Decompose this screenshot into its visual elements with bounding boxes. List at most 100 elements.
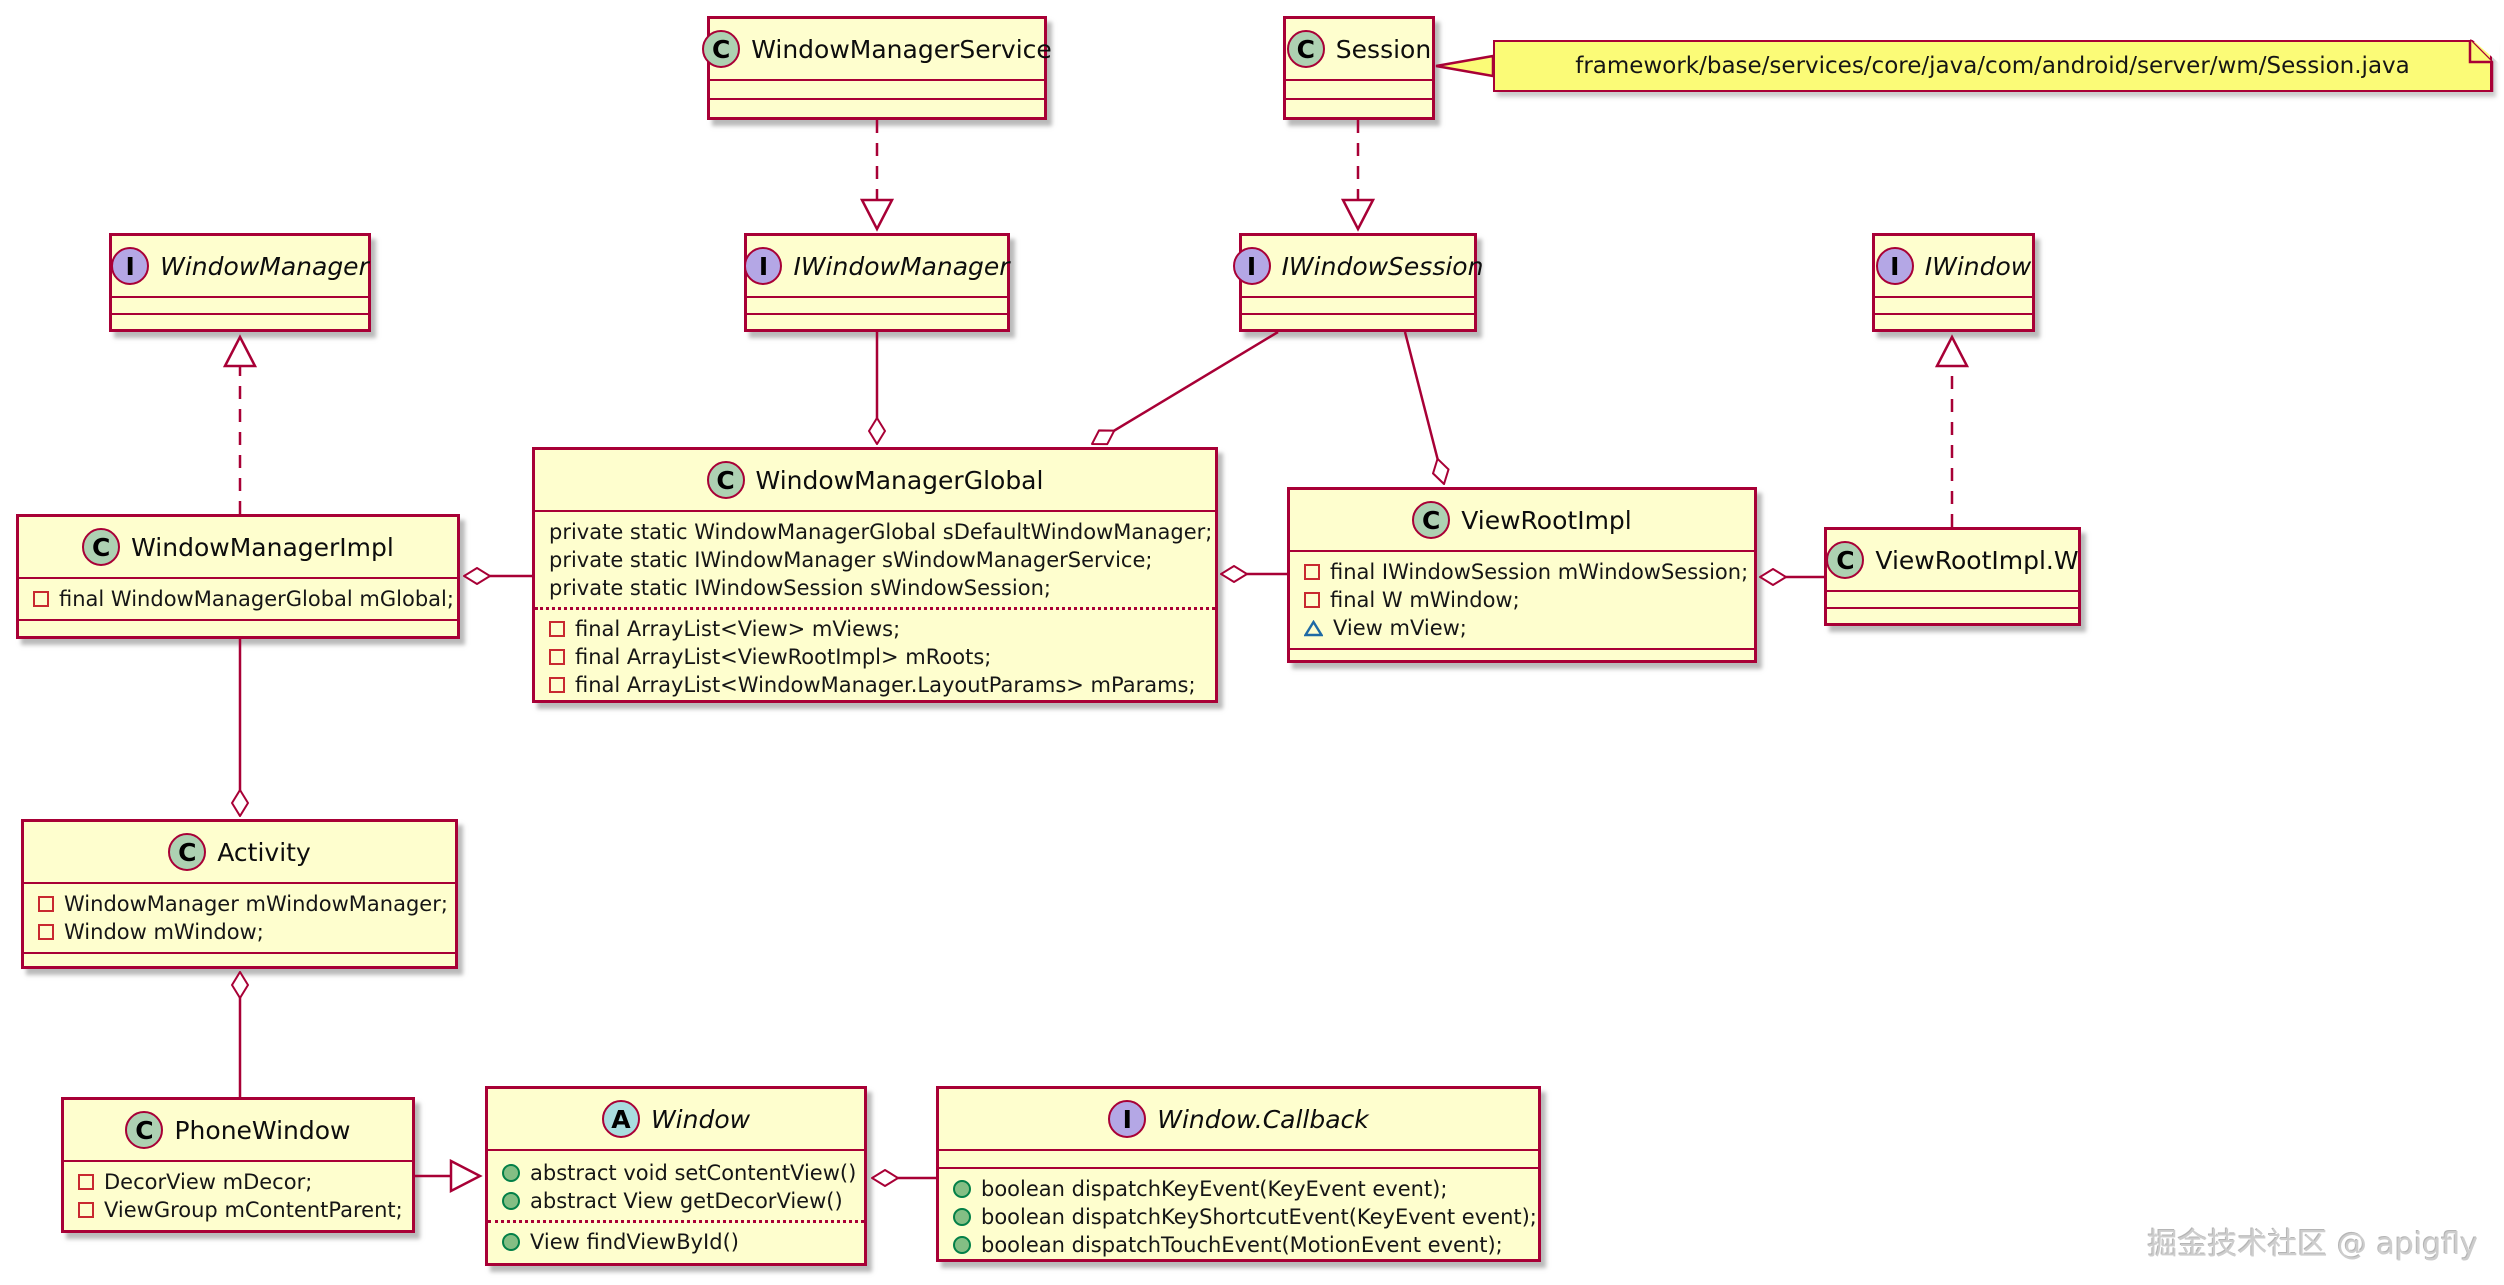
empty-fields-compartment	[1827, 590, 2078, 607]
empty-fields-compartment	[112, 296, 368, 313]
field-row: WindowManager mWindowManager;	[38, 890, 448, 918]
private-field-icon	[1304, 592, 1320, 608]
field-text: ViewGroup mContentParent;	[104, 1198, 403, 1222]
method-text: abstract void setContentView()	[530, 1160, 857, 1185]
class-stereotype-icon: C	[1412, 501, 1451, 539]
empty-fields-compartment	[1875, 296, 2032, 313]
class-title: C ViewRootImpl.W	[1826, 530, 2079, 590]
private-field-icon	[38, 896, 54, 912]
fields-compartment: DecorView mDecor; ViewGroup mContentPare…	[64, 1160, 412, 1230]
class-name: WindowManagerImpl	[131, 532, 394, 562]
public-method-icon	[502, 1191, 520, 1210]
public-method-icon	[502, 1163, 520, 1182]
method-row: abstract void setContentView()	[502, 1159, 856, 1187]
interface-name: Window.Callback	[1157, 1104, 1369, 1134]
method-row: boolean dispatchKeyShortcutEvent(KeyEven…	[953, 1203, 1537, 1231]
interface-stereotype-icon: I	[1875, 247, 1914, 285]
empty-methods-compartment	[24, 952, 455, 966]
class-name: PhoneWindow	[174, 1115, 351, 1145]
interface-box-window-callback: I Window.Callback boolean dispatchKeyEve…	[936, 1086, 1541, 1262]
class-stereotype-icon: C	[168, 833, 207, 871]
empty-fields-compartment	[747, 296, 1007, 313]
private-field-icon	[33, 591, 49, 607]
field-row: DecorView mDecor;	[78, 1168, 398, 1196]
empty-methods-compartment	[112, 312, 368, 330]
empty-methods-compartment	[19, 619, 457, 636]
class-title: C Session	[1286, 19, 1432, 79]
class-title: I Window.Callback	[939, 1089, 1538, 1149]
class-title: C Activity	[24, 822, 455, 882]
note-text: framework/base/services/core/java/com/an…	[1575, 53, 2410, 79]
empty-fields-compartment	[710, 79, 1044, 98]
method-text: boolean dispatchKeyEvent(KeyEvent event)…	[981, 1177, 1448, 1201]
empty-methods-compartment	[1286, 98, 1432, 117]
field-row: View mView;	[1304, 614, 1740, 642]
class-box-session: C Session	[1283, 16, 1435, 120]
class-box-phonewindow: C PhoneWindow DecorView mDecor; ViewGrou…	[61, 1097, 415, 1233]
watermark: 掘金技术社区 @ apigfly	[2147, 1227, 2478, 1262]
field-text: final W mWindow;	[1330, 588, 1520, 612]
empty-methods-compartment	[1290, 648, 1754, 660]
class-title: I IWindowSession	[1232, 236, 1483, 296]
class-box-windowmanagerservice: C WindowManagerService	[702, 16, 1052, 120]
empty-methods-compartment	[1242, 312, 1474, 330]
empty-methods-compartment	[1875, 312, 2032, 330]
abstract-class-box-window: A Window abstract void setContentView() …	[485, 1086, 867, 1266]
field-row: private static WindowManagerGlobal sDefa…	[549, 518, 1212, 546]
class-name: ViewRootImpl	[1461, 505, 1632, 535]
private-field-icon	[549, 677, 565, 693]
field-text: private static WindowManagerGlobal sDefa…	[549, 520, 1213, 544]
class-name: ViewRootImpl.W	[1875, 545, 2079, 575]
abstract-stereotype-icon: A	[601, 1100, 640, 1138]
interface-name: WindowManager	[160, 251, 369, 281]
class-title: C ViewRootImpl	[1290, 490, 1754, 550]
package-private-field-icon	[1304, 619, 1323, 636]
interface-stereotype-icon: I	[111, 247, 150, 285]
class-title: C WindowManagerImpl	[19, 517, 457, 577]
empty-methods-compartment	[1827, 606, 2078, 624]
interface-name: IWindowSession	[1281, 251, 1484, 281]
class-stereotype-icon: C	[125, 1111, 164, 1149]
class-box-viewrootimpl-w: C ViewRootImpl.W	[1824, 527, 2081, 626]
class-name: WindowManagerService	[751, 34, 1052, 64]
compartment-separator	[535, 607, 1215, 610]
class-stereotype-icon: C	[1826, 541, 1865, 579]
interface-box-iwindowmanager: I IWindowManager	[744, 233, 1010, 332]
note-pointer	[1435, 54, 1495, 78]
class-title: A Window	[488, 1089, 864, 1149]
private-field-icon	[1304, 564, 1320, 580]
interface-stereotype-icon: I	[1108, 1100, 1147, 1138]
empty-fields-compartment	[1286, 79, 1432, 98]
class-stereotype-icon: C	[1286, 30, 1325, 68]
field-row: final IWindowSession mWindowSession;	[1304, 558, 1748, 586]
private-field-icon	[549, 621, 565, 637]
method-text: abstract View getDecorView()	[530, 1188, 843, 1213]
field-text: WindowManager mWindowManager;	[64, 892, 448, 916]
fields-compartment: final WindowManagerGlobal mGlobal;	[19, 577, 457, 619]
class-name: WindowManagerGlobal	[755, 465, 1044, 495]
empty-fields-compartment	[1242, 296, 1474, 313]
class-stereotype-icon: C	[82, 528, 121, 566]
interface-box-iwindowsession: I IWindowSession	[1232, 233, 1483, 332]
field-row: Window mWindow;	[38, 918, 441, 946]
field-text: DecorView mDecor;	[104, 1170, 313, 1194]
class-title: I WindowManager	[111, 236, 369, 296]
field-text: View mView;	[1333, 616, 1467, 640]
method-text: View findViewById()	[530, 1229, 739, 1254]
private-field-icon	[78, 1174, 94, 1190]
class-title: I IWindowManager	[744, 236, 1010, 296]
class-box-windowmanagerglobal: C WindowManagerGlobal private static Win…	[532, 447, 1218, 703]
edge-wmg-aggregates-iwindowsession	[1092, 330, 1279, 444]
field-row: final WindowManagerGlobal mGlobal;	[33, 585, 454, 613]
field-text: private static IWindowSession sWindowSes…	[549, 576, 1051, 600]
class-title: I IWindow	[1875, 236, 2032, 296]
interface-stereotype-icon: I	[1232, 247, 1271, 285]
class-title: C PhoneWindow	[64, 1100, 412, 1160]
class-name: Activity	[217, 837, 311, 867]
class-stereotype-icon: C	[702, 30, 741, 68]
method-row: abstract View getDecorView()	[502, 1187, 850, 1215]
class-stereotype-icon: C	[706, 461, 745, 499]
public-method-icon	[953, 1208, 971, 1226]
field-row: ViewGroup mContentParent;	[78, 1196, 403, 1224]
empty-fields-compartment	[939, 1149, 1538, 1167]
